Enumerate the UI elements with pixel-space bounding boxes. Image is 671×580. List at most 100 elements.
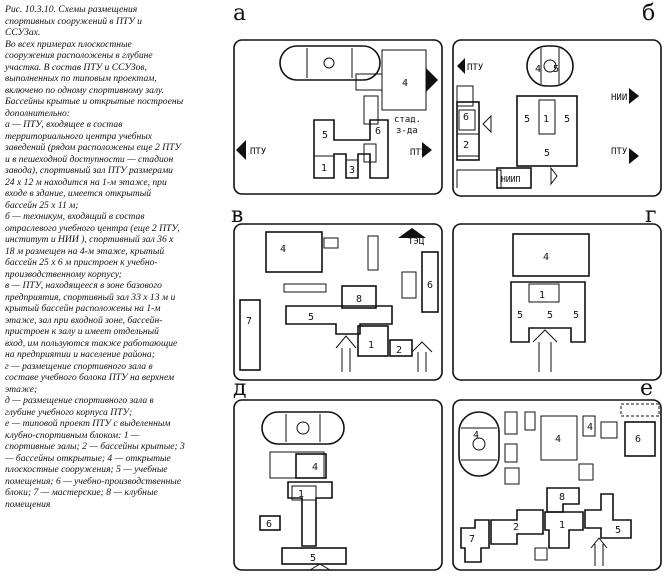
- panel-letter-d: д: [233, 376, 247, 401]
- site-plan-g: 4 1 5 5 5: [452, 223, 662, 381]
- sports-hall-1: [313, 155, 335, 179]
- svg-text:3: 3: [349, 165, 355, 176]
- stadium-field: [279, 45, 381, 81]
- sports-hall-1: [291, 485, 317, 501]
- svg-text:5: 5: [553, 64, 559, 75]
- svg-text:4: 4: [587, 422, 593, 433]
- panel-letter-v: в: [231, 203, 244, 228]
- sports-hall-1: [544, 511, 584, 549]
- workshops-6: [456, 101, 480, 161]
- svg-text:ПТУ: ПТУ: [410, 148, 427, 158]
- svg-text:1: 1: [321, 163, 327, 174]
- panel-letter-a: а: [233, 1, 247, 26]
- caption-line: Бассейны крытые и открытые построены: [5, 96, 184, 107]
- entry-arrow-icon: [590, 537, 608, 566]
- site-boundary: [233, 223, 443, 381]
- site-boundary: [452, 223, 662, 381]
- site-boundary: [452, 39, 662, 197]
- caption-line: производственному корпусу;: [5, 268, 122, 280]
- classrooms-5: [281, 547, 347, 565]
- workshops-7: [460, 519, 490, 563]
- svg-text:8: 8: [356, 294, 362, 305]
- svg-text:6: 6: [463, 112, 469, 123]
- caption-line: бассейн 25 х 11 м;: [5, 199, 79, 211]
- pool-3: [345, 159, 359, 179]
- caption-line: помещения: [5, 498, 51, 510]
- entry-arrow-icon: [629, 88, 639, 104]
- caption-line: б — техникум, входящий в состав: [5, 211, 145, 222]
- site-plan-d: 4 1 6 5: [233, 399, 443, 571]
- pool-2: [490, 509, 544, 545]
- svg-text:6: 6: [266, 519, 272, 530]
- caption-line: — бассейны открытые; 4 — открытые: [5, 452, 171, 464]
- svg-text:ПТУ: ПТУ: [467, 63, 484, 73]
- svg-text:ТЭЦ: ТЭЦ: [408, 237, 425, 247]
- center-circle-icon: [296, 421, 310, 435]
- caption-line: входе в здание, имеется открытый: [5, 188, 152, 199]
- pool-2: [389, 339, 413, 357]
- workshops-6: [421, 251, 439, 313]
- entry-arrow-icon: [457, 58, 465, 74]
- caption-line: предприятия, спортивный зал 33 х 13 м и: [5, 291, 176, 303]
- classrooms-5: [584, 493, 632, 539]
- label-4: 4: [402, 78, 408, 89]
- caption-line: отраслевого учебного центра (еще 2 ПТУ,: [5, 222, 180, 234]
- caption-line: е — типовой проект ПТУ с выделенным: [5, 418, 171, 429]
- site-plan-b: 4 5 ПТУ 5 1 5 5 6 2 НИИ ПТУ НИИП: [452, 39, 662, 197]
- sports-ground-4: [512, 233, 590, 277]
- workshops-7: [239, 299, 261, 371]
- caption-line: Во всех примерах плоскостные: [5, 38, 132, 50]
- caption-line: на предприятии и население района;: [5, 349, 155, 360]
- svg-text:7: 7: [469, 534, 475, 545]
- svg-text:1: 1: [368, 340, 374, 351]
- main-building: [516, 95, 578, 167]
- site-boundary: [233, 39, 443, 195]
- entry-arrow-icon: [236, 140, 246, 160]
- svg-text:5: 5: [544, 148, 550, 159]
- svg-text:6: 6: [375, 126, 381, 137]
- svg-text:5: 5: [322, 130, 328, 141]
- caption-line: 24 х 12 м находится на 1-м этаже, при: [5, 176, 167, 188]
- roof-icon: [398, 228, 426, 238]
- caption-line: территориального центра учебных: [5, 130, 153, 142]
- svg-text:1: 1: [539, 290, 545, 301]
- svg-text:4: 4: [535, 64, 541, 75]
- svg-text:6: 6: [427, 280, 433, 291]
- svg-text:5: 5: [517, 310, 523, 321]
- pool-2: [456, 133, 480, 157]
- entry-arrow-icon: [411, 341, 433, 372]
- caption-line: а — ПТУ, входящее в состав: [5, 119, 123, 130]
- panel-letter-e: е: [640, 376, 654, 401]
- site-plan-v: 4 ТЭЦ 6 7 8 5 1 2: [233, 223, 443, 381]
- figure-caption: Рис. 10.3.10. Схемы размещения спортивны…: [5, 4, 227, 510]
- niip-block: [496, 167, 532, 189]
- site-plan-a: 4 5 6 1 3 ПТУ стад. з-да ПТУ: [233, 39, 443, 195]
- panel-letter-b: б: [642, 1, 656, 26]
- sports-hall-1: [538, 99, 556, 135]
- caption-line: пристроен к залу и имеет отдельный: [5, 326, 159, 337]
- caption-line: этаже;: [5, 383, 38, 395]
- svg-text:ПТУ: ПТУ: [611, 147, 628, 157]
- svg-text:4: 4: [312, 462, 318, 473]
- caption-line: включено по одному спортивному залу.: [5, 84, 164, 96]
- entry-arrow-icon: [309, 563, 331, 571]
- svg-text:8: 8: [559, 492, 565, 503]
- caption-line: спортивные залы; 2 — бассейны крытые; 3: [5, 441, 185, 452]
- caption-line: завода), спортивный зал ПТУ размерами: [5, 165, 173, 176]
- center-circle-icon: [472, 437, 486, 451]
- svg-text:7: 7: [246, 316, 252, 327]
- caption-line: сооружения расположены в глубине: [5, 50, 153, 61]
- svg-text:стад.: стад.: [394, 115, 421, 125]
- svg-text:НИИП: НИИП: [501, 175, 520, 184]
- pool-6: [259, 515, 281, 531]
- club-rooms-8: [341, 285, 377, 309]
- caption-line: плоскостные сооружения; 5 — учебные: [5, 464, 168, 475]
- svg-text:4: 4: [280, 244, 286, 255]
- svg-text:5: 5: [547, 310, 553, 321]
- caption-line: и в пешеходной доступности — стадион: [5, 153, 174, 165]
- caption-line: институт и НИИ ), спортивный зал 36 х: [5, 234, 174, 245]
- panel-letter-g: г: [645, 203, 657, 228]
- caption-line: блоки; 7 — мастерские; 8 — клубные: [5, 487, 158, 498]
- svg-text:5: 5: [564, 114, 570, 125]
- caption-line: крытый бассейн расположены на 1-м: [5, 303, 161, 314]
